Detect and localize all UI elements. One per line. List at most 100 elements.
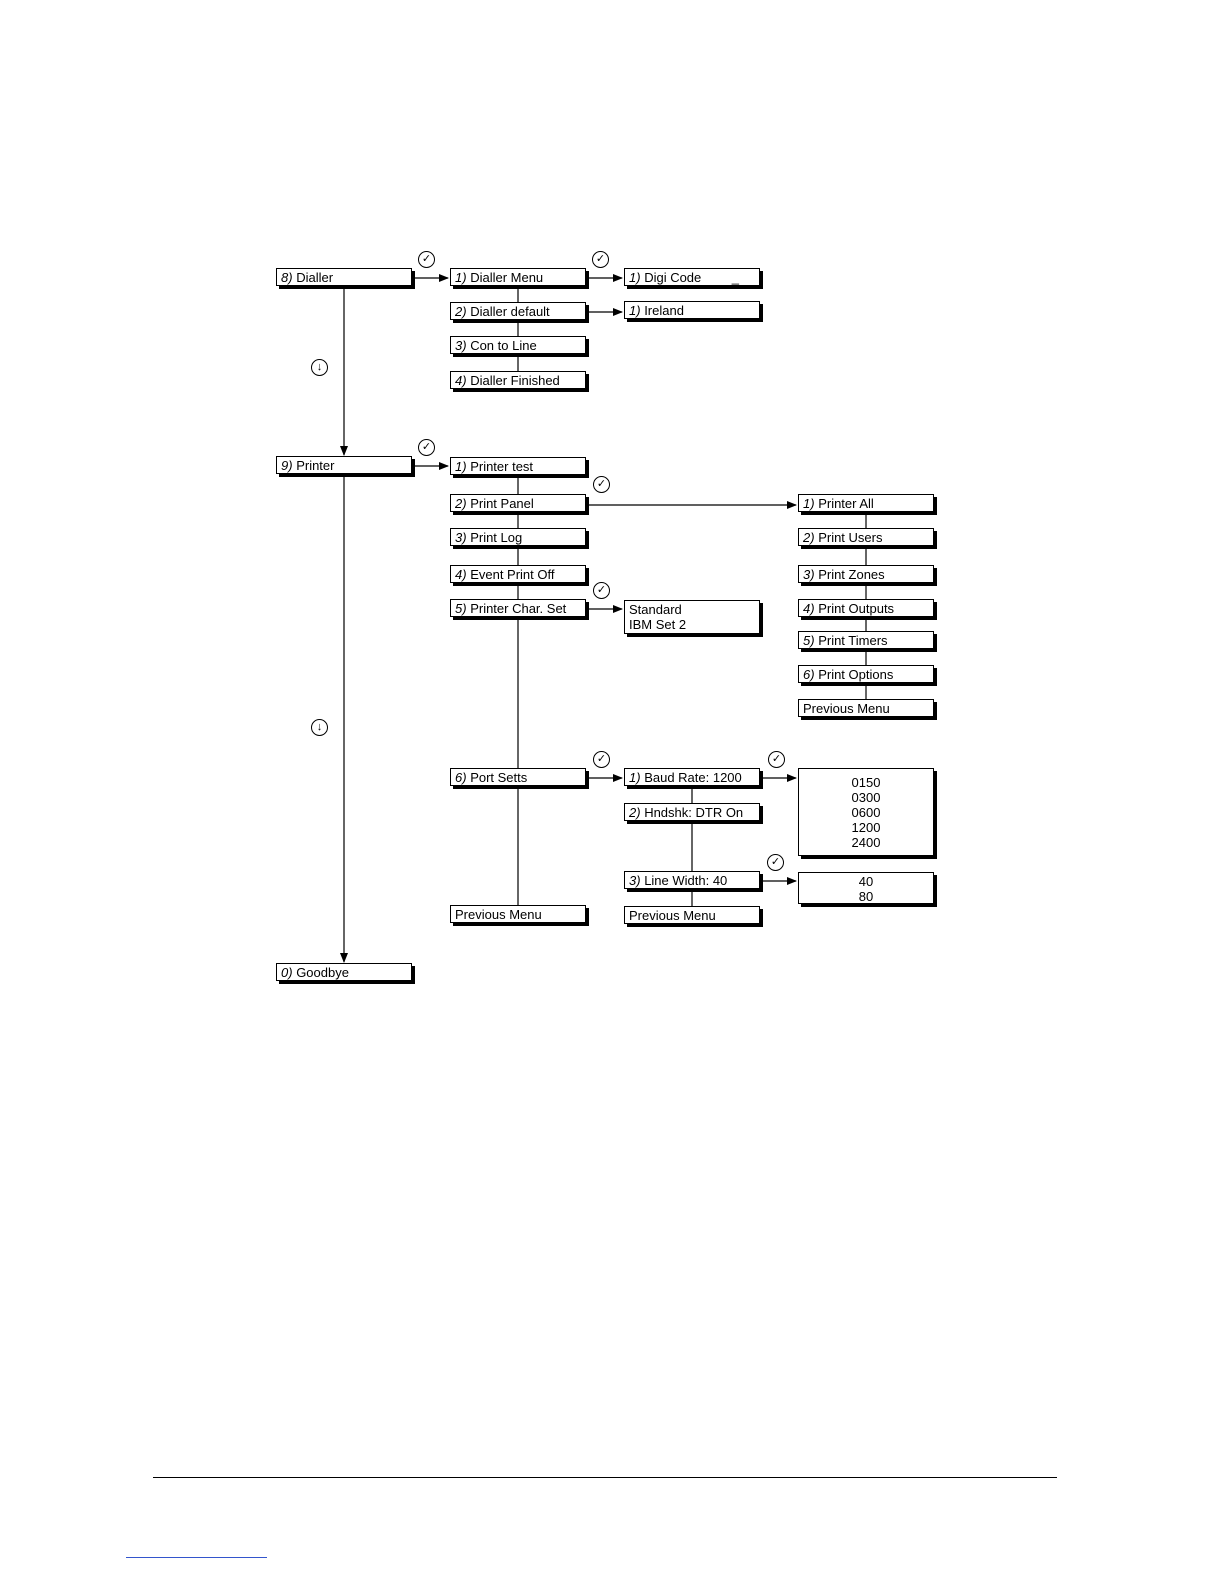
menu-digi-code[interactable]: 1) Digi Code _	[624, 268, 760, 286]
option-baud-0150: 0150	[851, 775, 881, 790]
menu-number: 1)	[803, 496, 815, 511]
menu-label: Dialler Finished	[470, 373, 560, 388]
menu-number: 2)	[455, 304, 467, 319]
menu-print-timers[interactable]: 5) Print Timers	[798, 631, 934, 649]
menu-label: Print Log	[470, 530, 523, 545]
menu-number: 6)	[803, 667, 815, 682]
menu-label: Print Outputs	[818, 601, 895, 616]
menu-number: 5)	[803, 633, 815, 648]
menu-label: Port Setts	[470, 770, 528, 785]
menu-label: Previous Menu	[629, 908, 716, 923]
menu-printer-previous[interactable]: Previous Menu	[450, 905, 586, 923]
menu-label: Print Options	[818, 667, 894, 682]
menu-label: Con to Line	[470, 338, 537, 353]
menu-label: Print Panel	[470, 496, 534, 511]
menu-number: 1)	[629, 303, 641, 318]
footer-link-underline	[126, 1557, 267, 1558]
option-baud-1200: 1200	[851, 820, 881, 835]
menu-print-users[interactable]: 2) Print Users	[798, 528, 934, 546]
menu-number: 4)	[455, 373, 467, 388]
ok-key-icon: ✓	[768, 751, 785, 768]
ok-key-icon: ✓	[593, 476, 610, 493]
menu-print-outputs[interactable]: 4) Print Outputs	[798, 599, 934, 617]
menu-label: Printer test	[470, 459, 534, 474]
menu-number: 1)	[455, 459, 467, 474]
menu-label: Baud Rate: 1200	[644, 770, 742, 785]
menu-number: 1)	[455, 270, 467, 285]
option-ibm-set-2: IBM Set 2	[629, 617, 687, 632]
menu-port-setts[interactable]: 6) Port Setts	[450, 768, 586, 786]
char-set-options[interactable]: Standard IBM Set 2	[624, 600, 760, 634]
menu-dialler[interactable]: 8) Dialler	[276, 268, 412, 286]
menu-print-options[interactable]: 6) Print Options	[798, 665, 934, 683]
menu-print-zones[interactable]: 3) Print Zones	[798, 565, 934, 583]
baud-rate-options[interactable]: 0150 0300 0600 1200 2400	[798, 768, 934, 856]
line-width-options[interactable]: 40 80	[798, 872, 934, 904]
menu-number: 0)	[281, 965, 293, 980]
option-baud-0600: 0600	[851, 805, 881, 820]
menu-label: Print Users	[818, 530, 883, 545]
menu-printer-all[interactable]: 1) Printer All	[798, 494, 934, 512]
menu-line-width[interactable]: 3) Line Width: 40	[624, 871, 760, 889]
menu-ireland[interactable]: 1) Ireland	[624, 301, 760, 319]
menu-label: Dialler Menu	[470, 270, 544, 285]
footer-rule	[153, 1477, 1057, 1478]
menu-label: Hndshk: DTR On	[644, 805, 744, 820]
menu-printer-test[interactable]: 1) Printer test	[450, 457, 586, 475]
menu-number: 3)	[455, 338, 467, 353]
menu-label: Dialler default	[470, 304, 550, 319]
menu-print-log[interactable]: 3) Print Log	[450, 528, 586, 546]
menu-label: Line Width: 40	[644, 873, 728, 888]
menu-number: 3)	[803, 567, 815, 582]
menu-port-previous[interactable]: Previous Menu	[624, 906, 760, 924]
menu-number: 6)	[455, 770, 467, 785]
menu-event-print-off[interactable]: 4) Event Print Off	[450, 565, 586, 583]
menu-printer-char-set[interactable]: 5) Printer Char. Set	[450, 599, 586, 617]
ok-key-icon: ✓	[418, 251, 435, 268]
down-arrow-key-icon: ↓	[311, 359, 328, 376]
ok-key-icon: ✓	[593, 751, 610, 768]
menu-label: Dialler	[296, 270, 334, 285]
menu-label: Printer Char. Set	[470, 601, 567, 616]
menu-dialler-finished[interactable]: 4) Dialler Finished	[450, 371, 586, 389]
menu-goodbye[interactable]: 0) Goodbye	[276, 963, 412, 981]
ok-key-icon: ✓	[767, 854, 784, 871]
down-arrow-key-icon: ↓	[311, 719, 328, 736]
menu-label: Digi Code	[644, 270, 702, 285]
menu-label: Printer	[296, 458, 335, 473]
menu-number: 2)	[629, 805, 641, 820]
menu-label: Previous Menu	[455, 907, 542, 922]
option-baud-0300: 0300	[851, 790, 881, 805]
menu-number: 1)	[629, 770, 641, 785]
menu-number: 3)	[629, 873, 641, 888]
menu-baud-rate[interactable]: 1) Baud Rate: 1200	[624, 768, 760, 786]
option-width-80: 80	[858, 889, 874, 904]
ok-key-icon: ✓	[592, 251, 609, 268]
menu-label: Event Print Off	[470, 567, 555, 582]
menu-number: 2)	[803, 530, 815, 545]
input-cursor: _	[731, 270, 739, 285]
menu-number: 2)	[455, 496, 467, 511]
menu-label: Print Timers	[818, 633, 888, 648]
menu-label: Printer All	[818, 496, 874, 511]
menu-number: 5)	[455, 601, 467, 616]
ok-key-icon: ✓	[418, 439, 435, 456]
menu-label: Goodbye	[296, 965, 349, 980]
menu-dialler-default[interactable]: 2) Dialler default	[450, 302, 586, 320]
menu-printer[interactable]: 9) Printer	[276, 456, 412, 474]
menu-number: 3)	[455, 530, 467, 545]
menu-label: Print Zones	[818, 567, 885, 582]
menu-number: 9)	[281, 458, 293, 473]
option-standard: Standard	[629, 602, 682, 617]
menu-label: Ireland	[644, 303, 684, 318]
menu-number: 8)	[281, 270, 293, 285]
menu-number: 4)	[455, 567, 467, 582]
menu-panel-previous[interactable]: Previous Menu	[798, 699, 934, 717]
menu-label: Previous Menu	[803, 701, 890, 716]
menu-con-to-line[interactable]: 3) Con to Line	[450, 336, 586, 354]
menu-number: 1)	[629, 270, 641, 285]
menu-dialler-menu[interactable]: 1) Dialler Menu	[450, 268, 586, 286]
menu-handshake[interactable]: 2) Hndshk: DTR On	[624, 803, 760, 821]
menu-print-panel[interactable]: 2) Print Panel	[450, 494, 586, 512]
